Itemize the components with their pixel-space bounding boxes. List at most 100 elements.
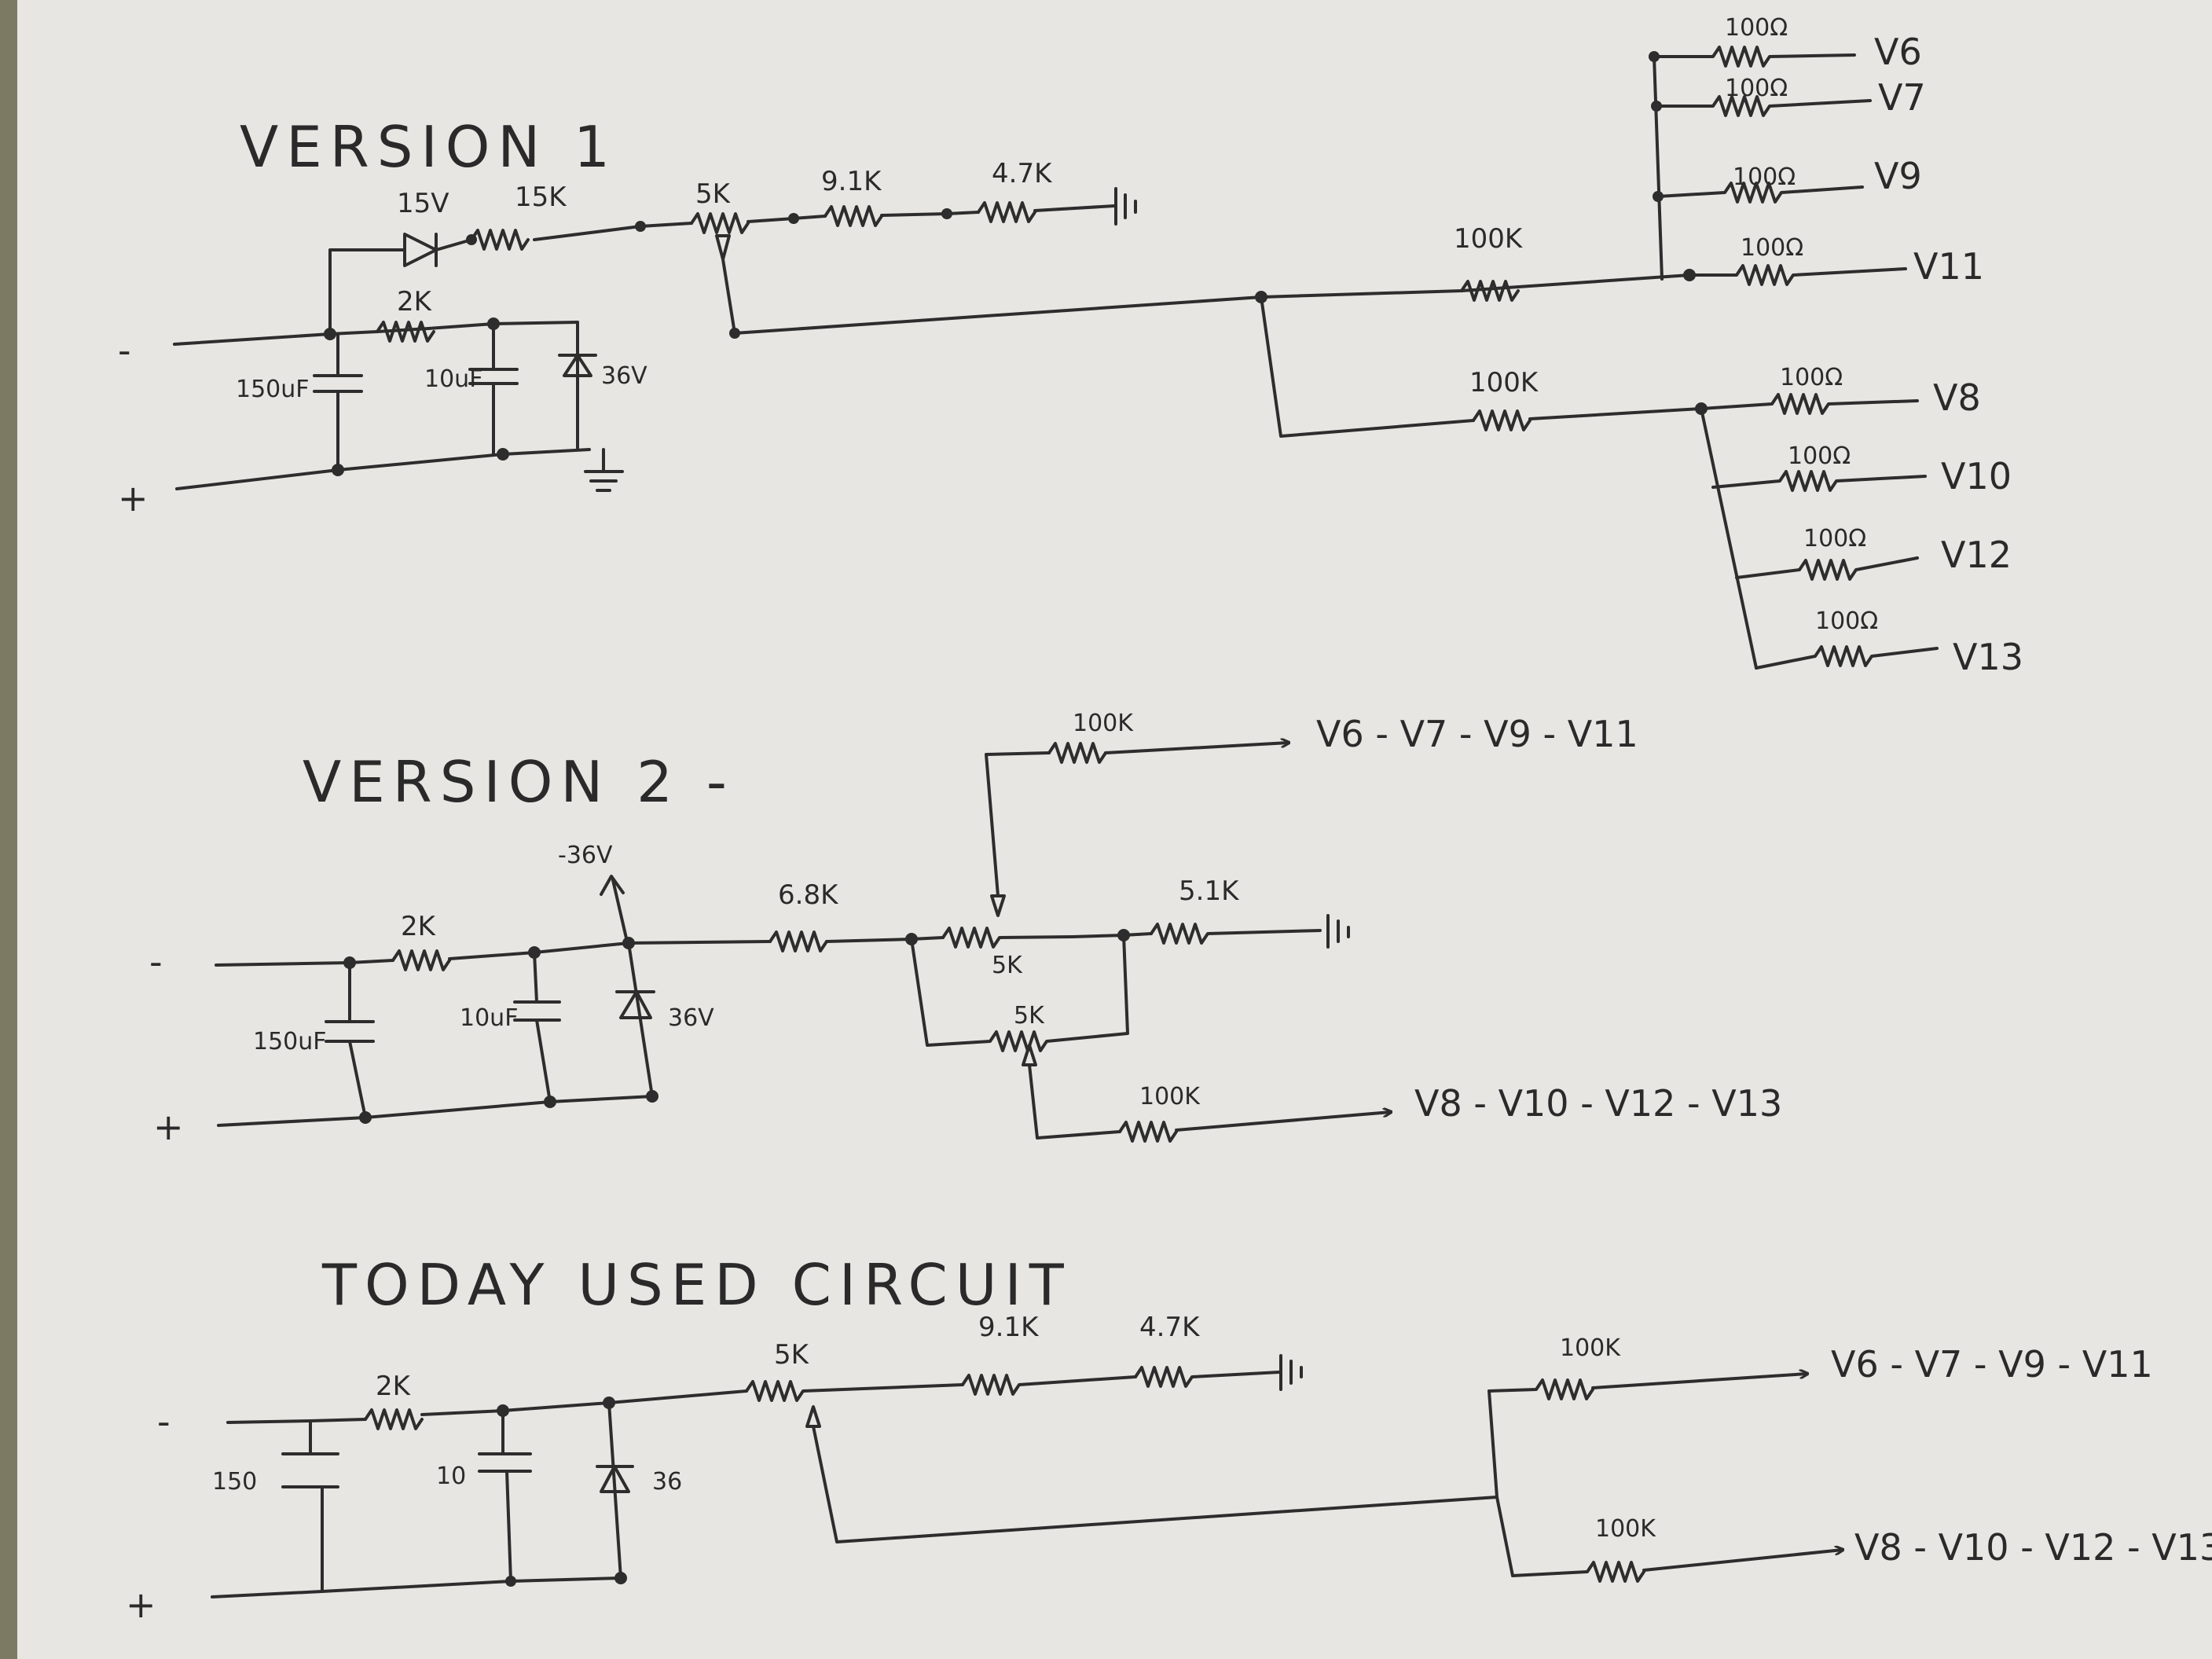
v1-label-10uf: 10uF <box>424 365 482 393</box>
v2-ground-right <box>1122 914 1350 949</box>
v1-output-v8: V8 <box>1933 376 1981 419</box>
version-2-heading: VERSION 2 - <box>303 749 735 815</box>
v1-label-150uf: 150uF <box>236 376 310 403</box>
today-resistor-9-1k <box>961 1374 1137 1396</box>
v2-output-top-arrow <box>1104 743 1289 754</box>
v2-label-2k: 2K <box>401 911 437 942</box>
v2-label-10uf: 10uF <box>460 1004 518 1032</box>
v1-resistor-2k <box>376 321 435 343</box>
v1-r100-v6: 100Ω <box>1725 14 1788 42</box>
v1-wire-lower-branch <box>1260 295 1475 438</box>
v2-negative-terminal: - <box>149 941 163 983</box>
today-label-4-7k: 4.7K <box>1139 1312 1201 1343</box>
v1-output-v10: V10 <box>1941 455 2012 497</box>
v1-pot-5k <box>690 212 750 234</box>
today-pot-5k <box>745 1380 964 1402</box>
today-label-150: 150 <box>212 1468 257 1496</box>
v1-positive-terminal: + <box>118 477 149 519</box>
v1-output-v7: V7 <box>1878 76 1926 119</box>
v2-label-100k-top: 100K <box>1073 710 1134 737</box>
v2-tap-arrow <box>600 875 629 943</box>
today-label-2k: 2K <box>376 1371 412 1402</box>
v1-wire-positive-rail <box>175 448 591 490</box>
v2-pot-5k-bottom <box>910 934 1129 1052</box>
v1-r100-v12: 100Ω <box>1803 525 1866 552</box>
v1-label-5k: 5K <box>695 178 732 210</box>
v1-output-v11: V11 <box>1913 245 1984 288</box>
today-output-top-arrow <box>1591 1374 1807 1389</box>
v2-resistor-5-1k <box>1150 923 1322 945</box>
v2-junction-dots <box>343 929 1130 1124</box>
version-2-circuit: VERSION 2 - - + 2K 150uF 10uF 36V -36V 6… <box>149 710 1782 1148</box>
today-output-bottom-arrow <box>1642 1550 1843 1572</box>
today-label-10: 10 <box>436 1463 466 1490</box>
v2-capacitor-150uf <box>325 961 375 1119</box>
today-negative-terminal: - <box>157 1400 171 1443</box>
v1-r100-v10: 100Ω <box>1788 442 1851 470</box>
v2-pot-bottom-wiper <box>1022 1044 1121 1140</box>
today-resistor-2k <box>364 1408 424 1430</box>
v2-zener-36v <box>615 941 655 1098</box>
v1-junction-dots <box>324 51 1708 476</box>
v1-output-v6: V6 <box>1874 31 1922 73</box>
version-1-circuit: VERSION 1 - + 100Ω V6 100Ω V <box>118 14 2023 678</box>
v1-resistor-bank-a <box>1653 46 1907 286</box>
today-wire-positive-rail <box>211 1576 622 1598</box>
today-resistor-100k-bottom <box>1511 1561 1645 1583</box>
v1-wire-lower-main <box>1528 407 1703 420</box>
v1-wire-wiper-line <box>733 273 1691 335</box>
v2-pot-top-wiper <box>985 751 1051 917</box>
v1-outputs-a-bus <box>1653 55 1664 281</box>
v1-label-15v: 15V <box>397 188 449 219</box>
v2-wire-to-6-8k <box>448 940 772 960</box>
v1-resistor-15k <box>470 229 530 251</box>
v1-r100-v7: 100Ω <box>1725 75 1788 102</box>
v1-r100-v9: 100Ω <box>1733 163 1796 191</box>
v1-label-100k-b: 100K <box>1469 367 1539 398</box>
v1-resistor-4-7k <box>977 201 1036 223</box>
today-heading: TODAY USED CIRCUIT <box>321 1252 1072 1318</box>
v2-label-5-1k: 5.1K <box>1179 875 1240 907</box>
v1-output-v9: V9 <box>1874 155 1922 197</box>
v1-wire-15k-left <box>435 238 473 251</box>
v1-ground-left <box>584 448 624 492</box>
v2-resistor-2k <box>391 949 451 971</box>
today-label-5k: 5K <box>774 1339 810 1371</box>
v1-ground-right <box>1114 187 1137 226</box>
v1-resistor-100k-a <box>1460 280 1520 302</box>
v1-label-100k-a: 100K <box>1454 223 1524 255</box>
v1-zener-36v <box>558 321 597 450</box>
v1-wiper-arrow <box>715 234 736 335</box>
paper-sheet <box>17 0 2212 1659</box>
today-output-bottom: V8 - V10 - V12 - V13 <box>1854 1526 2212 1569</box>
v1-output-v12: V12 <box>1941 534 2012 576</box>
today-wiper <box>805 1405 1499 1543</box>
v2-label-100k-bottom: 100K <box>1139 1083 1201 1110</box>
today-output-top: V6 - V7 - V9 - V11 <box>1831 1343 2153 1386</box>
v1-negative-terminal: - <box>118 329 131 372</box>
today-wire-to-pot <box>420 1389 748 1416</box>
today-positive-terminal: + <box>126 1584 156 1626</box>
v2-label-5k-bottom: 5K <box>1014 1002 1045 1030</box>
v1-wire-negative-rail <box>173 321 579 346</box>
v1-capacitor-150uf <box>313 332 363 472</box>
today-circuit: TODAY USED CIRCUIT - + 2K 150 10 36 5K 9… <box>126 1252 2212 1626</box>
v1-r100-v13: 100Ω <box>1815 607 1878 635</box>
v2-output-bottom-arrow <box>1175 1112 1391 1132</box>
today-capacitor-10 <box>478 1409 532 1583</box>
v2-resistor-100k-bottom <box>1118 1121 1178 1143</box>
today-label-36: 36 <box>652 1468 682 1496</box>
v2-pot-5k-top <box>941 927 1125 949</box>
v2-output-top: V6 - V7 - V9 - V11 <box>1316 713 1638 755</box>
v2-label-6-8k: 6.8K <box>778 879 839 911</box>
v2-label-150uf: 150uF <box>253 1028 327 1055</box>
v2-resistor-6-8k <box>769 930 828 952</box>
today-zener-36 <box>596 1401 634 1580</box>
today-label-100k-top: 100K <box>1560 1334 1621 1362</box>
v1-capacitor-10uf <box>468 322 519 456</box>
v1-resistor-9-1k <box>824 205 883 227</box>
v1-resistor-100k-b <box>1472 409 1532 431</box>
v1-outputs-b-bus <box>1700 407 1758 670</box>
v1-label-15k: 15K <box>515 182 567 213</box>
v1-label-36v: 36V <box>601 362 647 390</box>
